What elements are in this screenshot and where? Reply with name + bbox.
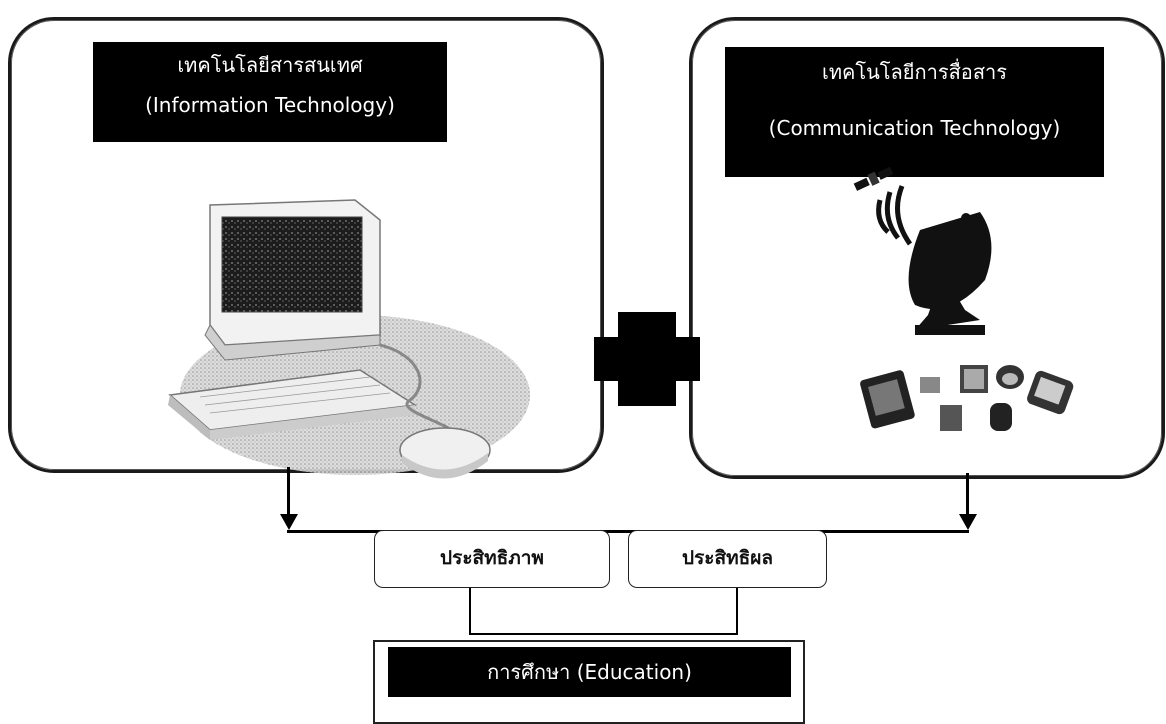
education-title: การศึกษา (Education) (388, 647, 791, 697)
horizontal-connector (287, 530, 969, 533)
left-arrow-head (280, 514, 298, 530)
communication-technology-title-th: เทคโนโลยีการสื่อสาร (821, 60, 1007, 84)
bottom-connector (469, 633, 738, 635)
efficiency-box: ประสิทธิภาพ (374, 530, 610, 588)
information-technology-title-en: (Information Technology) (145, 93, 395, 117)
effectiveness-box: ประสิทธิผล (628, 530, 827, 588)
information-technology-title-th: เทคโนโลยีสารสนเทศ (177, 53, 363, 77)
information-technology-title: เทคโนโลยีสารสนเทศ (Information Technolog… (93, 42, 447, 142)
communication-technology-title: เทคโนโลยีการสื่อสาร (Communication Techn… (725, 47, 1104, 177)
communication-technology-title-en: (Communication Technology) (768, 116, 1061, 140)
plus-icon (594, 312, 700, 406)
right-arrow-head (959, 514, 977, 530)
left-down-line (287, 467, 290, 517)
efficiency-link (469, 588, 471, 634)
right-down-line (966, 473, 969, 517)
computer-icon (168, 199, 530, 479)
effectiveness-link (736, 588, 738, 634)
satellite-dish-icon (853, 166, 1074, 431)
